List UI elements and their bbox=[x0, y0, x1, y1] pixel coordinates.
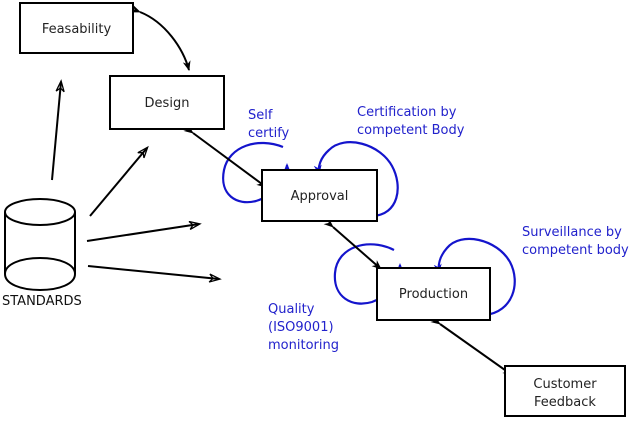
edge-production-customer-feedback bbox=[430, 315, 513, 376]
annotation-self-certify: Self certify bbox=[248, 108, 290, 141]
node-customer-feedback-label-line1: Customer bbox=[533, 377, 597, 392]
edge-standards-feasability bbox=[51, 82, 61, 181]
edge-standards-approval bbox=[86, 224, 199, 242]
edge-approval-production bbox=[323, 218, 382, 270]
edge-standards-production bbox=[87, 265, 219, 279]
node-customer-feedback[interactable]: Customer Feedback bbox=[504, 365, 626, 417]
annotation-surveillance-by-competent-body: Surveillance by competent body bbox=[522, 225, 629, 258]
edge-design-approval bbox=[183, 124, 267, 188]
annotation-quality-line2: (ISO9001) bbox=[268, 320, 334, 335]
annotation-certification-by-competent-body: Certification by competent Body bbox=[357, 105, 465, 138]
node-feasability-label: Feasability bbox=[42, 22, 112, 37]
annotation-surveillance-line1: Surveillance by bbox=[522, 225, 622, 240]
loop-certification-by-competent-body bbox=[313, 141, 399, 218]
loop-surveillance-by-competent-body bbox=[433, 237, 516, 317]
annotation-self-certify-line2: certify bbox=[248, 126, 290, 141]
node-approval[interactable]: Approval bbox=[261, 169, 378, 222]
node-production[interactable]: Production bbox=[376, 267, 491, 321]
annotation-surveillance-line2: competent body bbox=[522, 243, 629, 258]
node-approval-label: Approval bbox=[291, 189, 349, 204]
annotation-quality-line1: Quality bbox=[268, 302, 315, 317]
edge-feasability-design bbox=[130, 4, 191, 71]
annotation-certification-line2: competent Body bbox=[357, 123, 465, 138]
node-standards-datastore[interactable]: STANDARDS bbox=[2, 198, 82, 309]
node-customer-feedback-label-line2: Feedback bbox=[534, 395, 596, 410]
annotation-quality-iso9001-monitoring: Quality (ISO9001) monitoring bbox=[268, 302, 339, 353]
node-production-label: Production bbox=[399, 287, 468, 302]
edge-standards-design bbox=[89, 148, 147, 217]
node-feasability[interactable]: Feasability bbox=[19, 2, 134, 54]
node-standards-label: STANDARDS bbox=[2, 294, 82, 309]
annotation-quality-line3: monitoring bbox=[268, 338, 339, 353]
annotation-self-certify-line1: Self bbox=[248, 108, 273, 123]
node-design-label: Design bbox=[145, 96, 190, 111]
annotation-certification-line1: Certification by bbox=[357, 105, 457, 120]
node-design[interactable]: Design bbox=[109, 75, 225, 130]
